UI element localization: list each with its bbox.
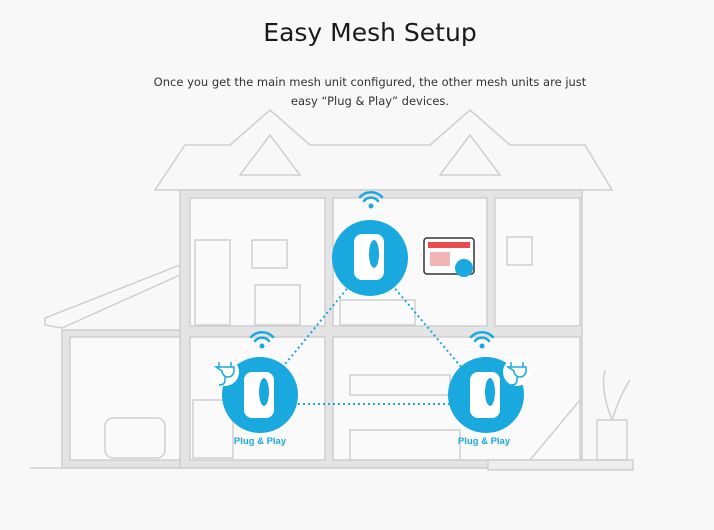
wifi-icon	[469, 330, 495, 349]
roof	[153, 109, 614, 191]
satellite-node-right: Plug & Play	[448, 357, 531, 447]
garage-roof	[44, 263, 181, 329]
mesh-router-icon	[244, 372, 274, 418]
plug-and-play-label: Plug & Play	[234, 436, 287, 447]
plug-icon	[505, 362, 527, 386]
page-description: Once you get the main mesh unit configur…	[153, 75, 587, 108]
main-mesh-node	[332, 220, 408, 296]
mesh-router-icon	[354, 234, 384, 280]
mesh-router-icon	[470, 372, 500, 418]
page-title: Easy Mesh Setup	[263, 18, 477, 47]
house-structure	[30, 109, 634, 471]
plug-icon	[213, 362, 235, 386]
mesh-links	[281, 284, 463, 405]
tablet-touch-icon	[423, 237, 475, 277]
plug-and-play-label: Plug & Play	[458, 436, 511, 447]
wifi-icon	[358, 190, 384, 209]
wifi-icon	[249, 330, 275, 349]
satellite-node-left: Plug & Play	[211, 357, 298, 447]
